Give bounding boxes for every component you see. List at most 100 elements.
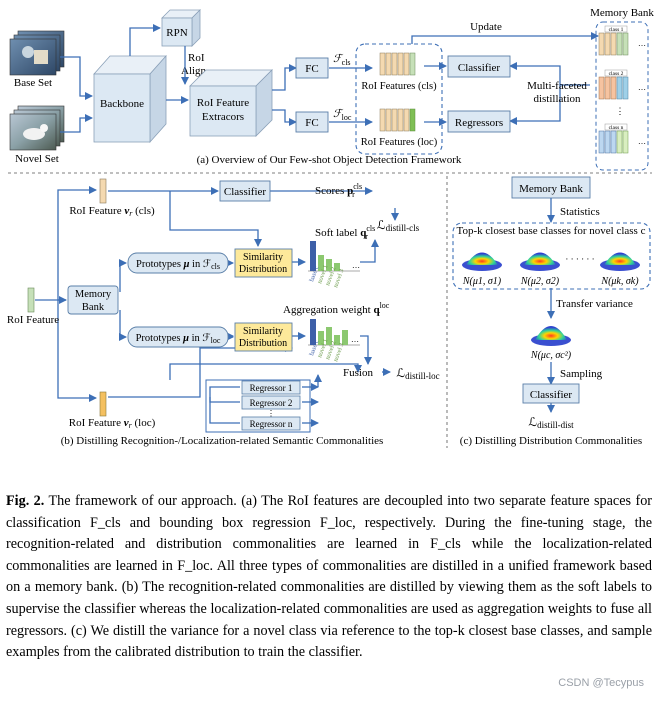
topk-label: Top-k closest base classes for novel cla… xyxy=(457,225,646,237)
caption-text: The framework of our approach. (a) The R… xyxy=(6,493,653,661)
classifier-label-b: Classifier xyxy=(224,186,266,198)
n2-label: N(μ2, σ2) xyxy=(520,276,560,287)
class-n-label: class n xyxy=(609,125,624,131)
panel-c-caption: (c) Distilling Distribution Commonalitie… xyxy=(460,435,642,447)
prototypes-cls-label: Prototypes μ in ℱcls xyxy=(136,258,220,271)
classifier-label-c: Classifier xyxy=(530,389,572,401)
base-set-label: Base Set xyxy=(14,77,52,89)
roi-feature-label-b: RoI Feature xyxy=(7,314,59,326)
classifier-label-a: Classifier xyxy=(458,62,500,74)
class-2-dots: … xyxy=(638,83,646,92)
similarity-label-loc-1: Similarity xyxy=(243,326,283,337)
memory-bank-box-b xyxy=(67,285,119,315)
roi-feature-cls-label: RoI Feature vr (cls) xyxy=(69,205,155,218)
roi-feature-cls-bar xyxy=(99,178,107,204)
transfer-variance-label: Transfer variance xyxy=(556,298,633,310)
base-set-images xyxy=(9,30,65,76)
regressor-n-label: Regressor n xyxy=(250,419,293,429)
roi-features-dashed-group xyxy=(355,43,443,155)
roi-features-loc-label: RoI Features (loc) xyxy=(361,137,438,148)
panel-a-caption: (a) Overview of Our Few-shot Object Dete… xyxy=(197,154,462,166)
histogram-loc: … base c novel 1 novel 2 novel 3 xyxy=(308,319,360,363)
fc-loc-box xyxy=(295,111,329,133)
watermark: CSDN @Tecypus xyxy=(558,677,644,689)
gaussian-k-icon xyxy=(600,252,640,271)
sampling-label: Sampling xyxy=(560,368,603,380)
similarity-label-cls-1: Similarity xyxy=(243,252,283,263)
gaussian-2-icon xyxy=(520,252,560,271)
similarity-box-loc xyxy=(234,322,293,352)
similarity-label-cls-2: Distribution xyxy=(239,264,287,275)
fc-loc-label: FC xyxy=(305,117,318,129)
memory-bank-class-1: class 1 … xyxy=(598,25,646,56)
regressor-vdots: ⋮ xyxy=(267,409,275,418)
fc-cls-box xyxy=(295,57,329,79)
regressor-1-label: Regressor 1 xyxy=(250,383,293,393)
n1-label: N(μ1, σ1) xyxy=(462,276,502,287)
roi-align-label-1: RoI xyxy=(188,52,205,64)
framework-figure: Base Set Novel Set Backbone RPN RoI Alig… xyxy=(7,7,654,448)
panel-b-caption: (b) Distilling Recognition-/Localization… xyxy=(61,435,384,447)
gaussian-dots: · · · · · · xyxy=(565,254,594,264)
l-distill-cls: ℒdistill-cls xyxy=(377,218,420,233)
figure-caption: Fig. 2. The framework of our approach. (… xyxy=(6,491,652,664)
panel-a: Base Set Novel Set Backbone RPN RoI Alig… xyxy=(9,7,654,171)
roi-feature-loc-bar xyxy=(99,391,107,417)
roi-extractor-label-1: RoI Feature xyxy=(197,97,249,109)
regressors-box-a xyxy=(447,110,511,133)
histogram-loc-dots: … xyxy=(351,335,359,344)
roi-feature-loc-label: RoI Feature vr (loc) xyxy=(69,417,156,430)
fusion-label: Fusion xyxy=(343,367,373,379)
regressor-stack-outline xyxy=(205,379,311,433)
prototypes-loc-label: Prototypes μ in ℱloc xyxy=(136,332,221,345)
class-1-label: class 1 xyxy=(609,27,624,33)
similarity-label-loc-2: Distribution xyxy=(239,338,287,349)
classifier-box-a xyxy=(447,55,511,78)
rpn-block xyxy=(161,9,201,47)
roi-align-label-2: Align xyxy=(181,65,207,77)
memory-bank-title-a: Memory Bank xyxy=(590,7,654,19)
memory-bank-class-2: class 2 … xyxy=(598,69,646,100)
gaussian-c-icon xyxy=(531,326,571,346)
prototypes-cls-box xyxy=(127,252,229,274)
novel-set-label: Novel Set xyxy=(15,153,59,165)
update-label: Update xyxy=(470,21,502,33)
novel-set-images xyxy=(9,105,65,151)
backbone-label: Backbone xyxy=(100,98,144,110)
l-distill-dist: ℒdistill-dist xyxy=(528,415,574,430)
roi-features-loc-bars xyxy=(379,108,416,132)
memory-bank-class-n: class n … xyxy=(598,123,646,154)
memory-bank-label-b-1: Memory xyxy=(75,289,112,300)
memory-bank-vdots: ⋮ xyxy=(616,106,625,116)
classifier-box-c xyxy=(522,383,580,404)
memory-bank-label-c: Memory Bank xyxy=(519,183,583,195)
f-cls-symbol: ℱcls xyxy=(333,53,351,67)
histogram-cls-dots: … xyxy=(352,261,360,270)
regressor-1-box xyxy=(241,380,301,395)
caption-lead: Fig. 2. xyxy=(6,493,45,509)
panel-a-arrows xyxy=(60,24,599,133)
fc-cls-label: FC xyxy=(305,63,318,75)
prototypes-loc-box xyxy=(127,326,229,348)
roi-feature-extractor-block xyxy=(189,69,273,137)
panel-c: Memory Bank Statistics Top-k closest bas… xyxy=(452,176,651,447)
roi-extractor-label-2: Extracors xyxy=(202,111,244,123)
nk-label: N(μk, σk) xyxy=(600,276,639,287)
regressor-n-box xyxy=(241,416,301,431)
roi-feature-bar-input xyxy=(27,287,35,313)
roi-features-cls-bars xyxy=(379,52,416,76)
gaussian-1-icon xyxy=(462,252,502,271)
classifier-box-b xyxy=(219,180,271,202)
topk-dashed-group xyxy=(452,222,651,290)
multi-faceted-label-2: distillation xyxy=(533,93,581,105)
memory-bank-label-b-2: Bank xyxy=(82,302,105,313)
regressors-label-a: Regressors xyxy=(455,117,503,129)
nc-label: N(μc, σc²) xyxy=(530,350,572,361)
regressor-2-box xyxy=(241,395,301,410)
f-loc-symbol: ℱloc xyxy=(333,108,352,122)
panel-b: RoI Feature RoI Feature vr (cls) RoI Fea… xyxy=(7,178,440,447)
l-distill-loc: ℒdistill-loc xyxy=(396,366,439,381)
